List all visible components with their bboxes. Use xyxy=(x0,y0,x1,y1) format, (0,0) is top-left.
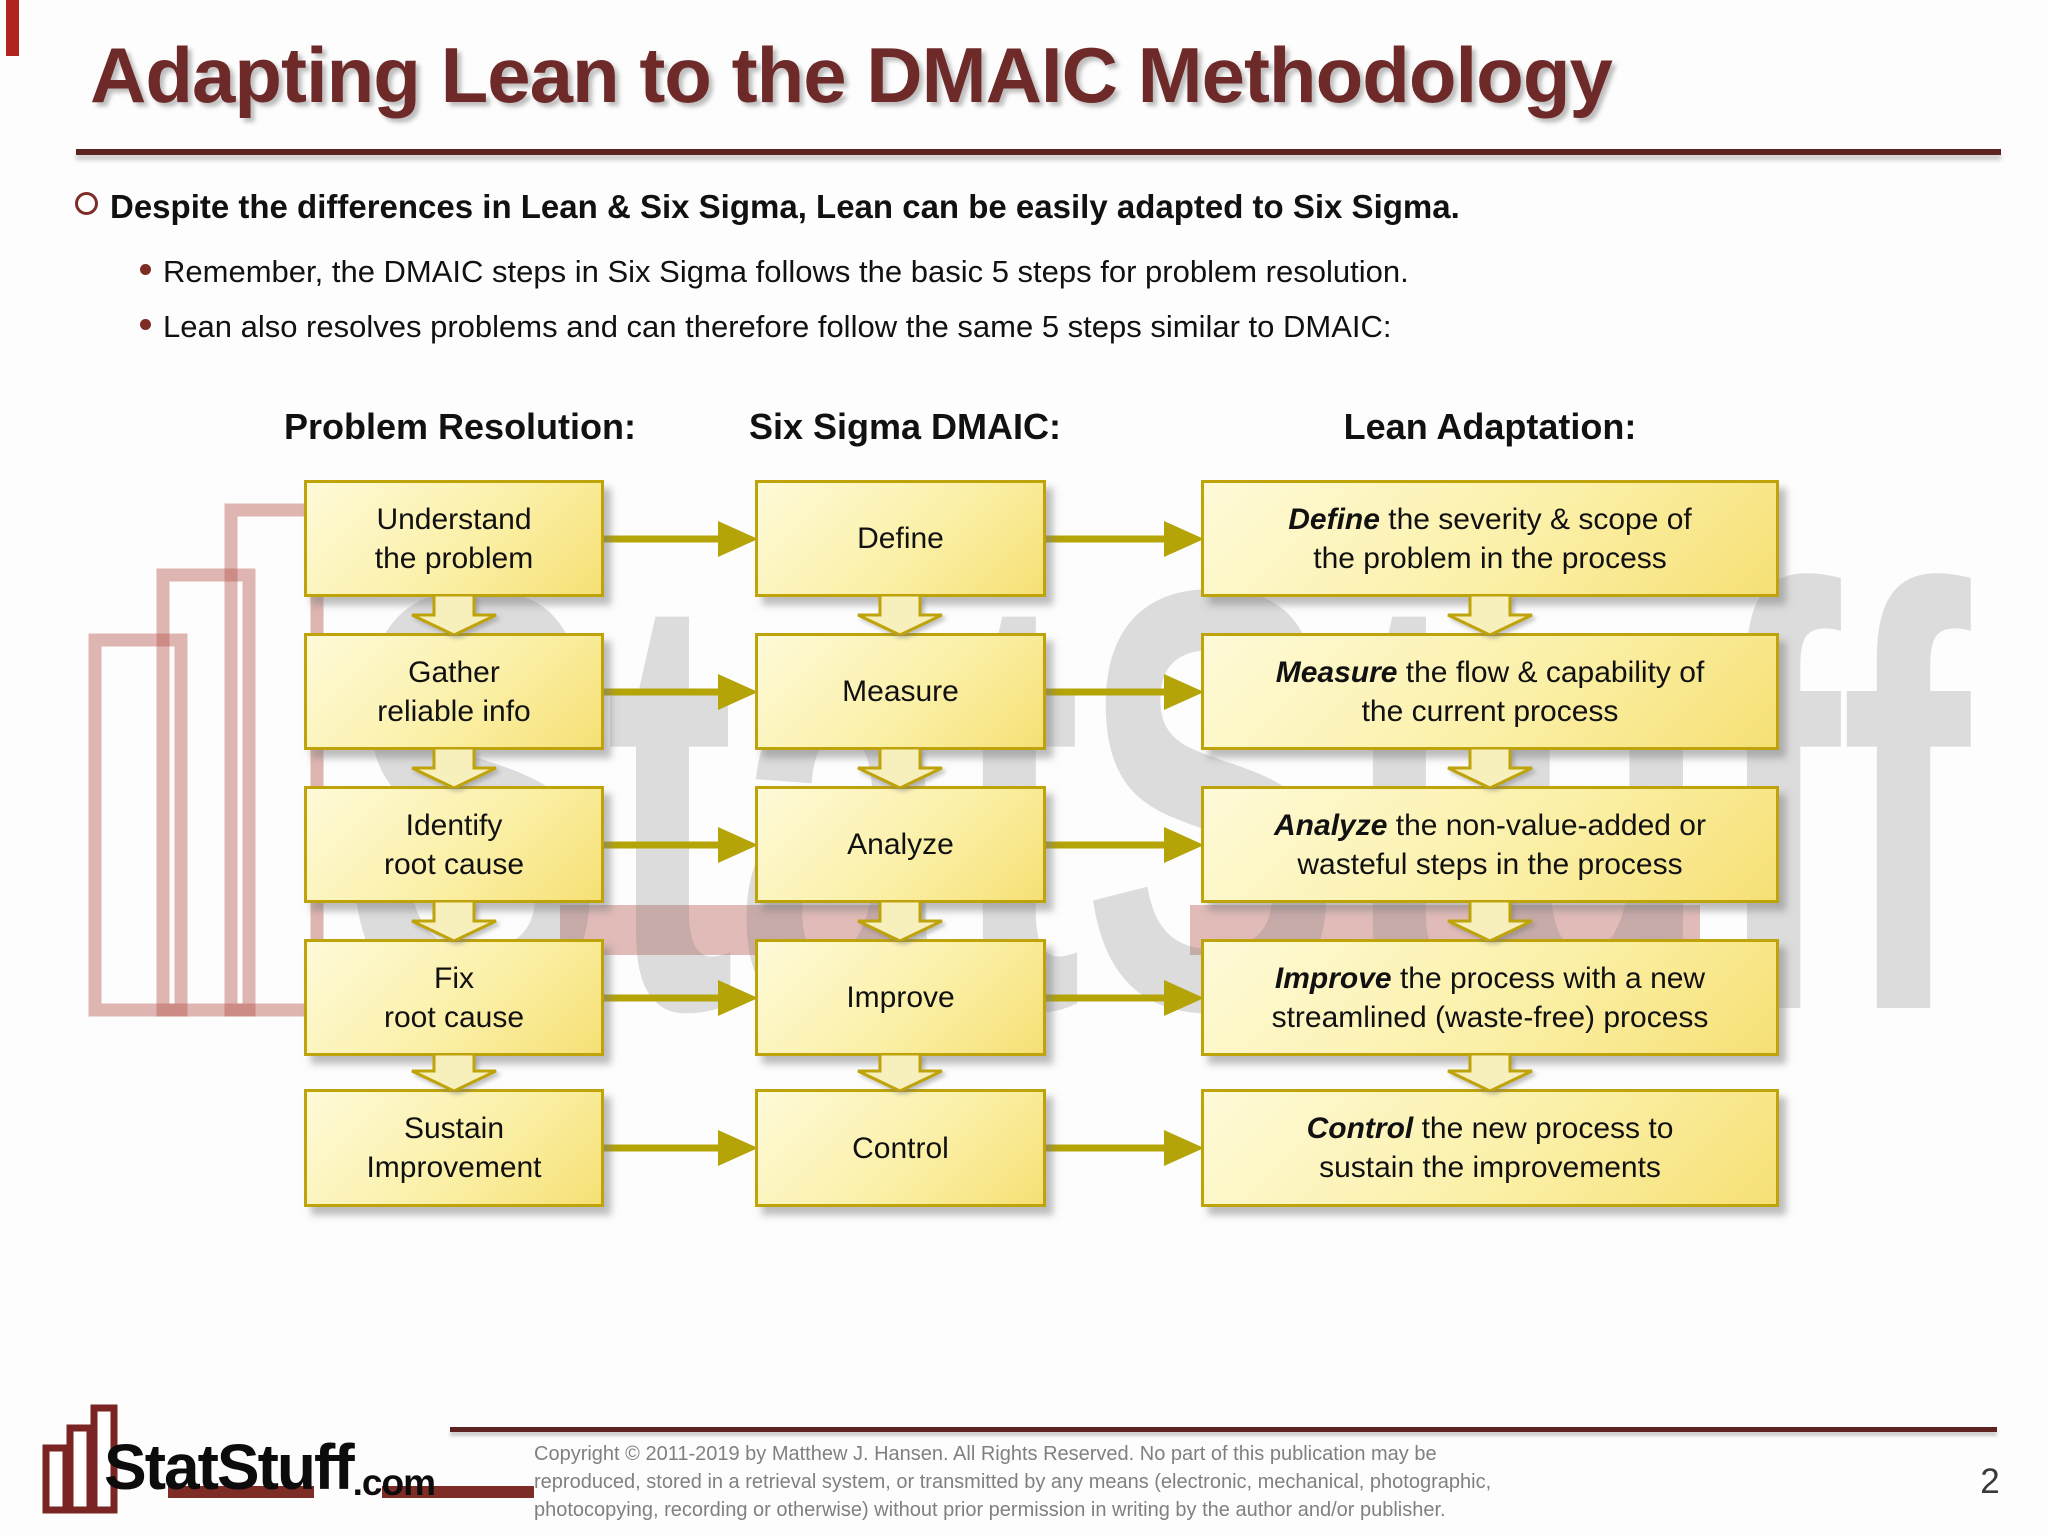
logo-stat: Stat xyxy=(104,1431,219,1503)
box-dmaic-1: Define xyxy=(755,480,1046,597)
arrow-down-icon xyxy=(411,748,497,788)
lean-keyword: Improve xyxy=(1274,961,1392,995)
arrow-right-icon xyxy=(1043,1129,1204,1166)
sub-bullet-2-text: Lean also resolves problems and can ther… xyxy=(163,309,1392,344)
column-header-six-sigma-dmaic: Six Sigma DMAIC: xyxy=(748,406,1062,447)
arrow-down-icon xyxy=(1447,1054,1533,1091)
arrow-down-icon xyxy=(1447,748,1533,788)
box-lean-1: Define the severity & scope of the probl… xyxy=(1201,480,1779,597)
box-text: Measure xyxy=(842,675,959,708)
column-header-lean-adaptation: Lean Adaptation: xyxy=(1343,406,1637,447)
box-text: Gather xyxy=(408,655,500,689)
box-text: sustain the improvements xyxy=(1319,1151,1661,1184)
box-text: Measure the flow & capability of xyxy=(1275,655,1705,689)
box-text: Improve the process with a new xyxy=(1274,961,1706,995)
column-header-problem-resolution: Problem Resolution: xyxy=(283,406,637,447)
box-lean-5: Control the new process to sustain the i… xyxy=(1201,1089,1779,1207)
arrow-down-icon xyxy=(857,901,943,941)
sub-bullet-1-text: Remember, the DMAIC steps in Six Sigma f… xyxy=(163,254,1409,289)
box-dmaic-3: Analyze xyxy=(755,786,1046,903)
corner-mark xyxy=(6,0,19,56)
title-rule xyxy=(76,149,2001,155)
box-text: wasteful steps in the process xyxy=(1297,847,1683,881)
logo-stuff: Stuff xyxy=(216,1431,355,1503)
lean-keyword: Analyze xyxy=(1274,808,1388,842)
arrow-right-icon xyxy=(601,826,758,863)
bar-chart-icon xyxy=(42,1404,118,1514)
arrow-right-icon xyxy=(1043,979,1204,1016)
copyright-text: Copyright © 2011-2019 by Matthew J. Hans… xyxy=(534,1440,1491,1524)
lean-keyword: Define xyxy=(1288,502,1380,536)
arrow-down-icon xyxy=(1447,901,1533,941)
arrow-right-icon xyxy=(601,520,758,557)
box-text: Analyze xyxy=(847,828,954,861)
box-problem-4: Fix root cause xyxy=(304,939,604,1056)
dot-bullet-icon xyxy=(140,264,151,275)
page-number: 2 xyxy=(1980,1462,2000,1501)
arrow-right-icon xyxy=(601,979,758,1016)
box-problem-3: Identify root cause xyxy=(304,786,604,903)
lean-keyword: Measure xyxy=(1275,655,1398,689)
copyright-line: Copyright © 2011-2019 by Matthew J. Hans… xyxy=(534,1443,1437,1465)
bar-chart-icon-watermark xyxy=(88,503,324,1017)
arrow-down-icon xyxy=(857,595,943,635)
box-text: Fix xyxy=(434,961,474,995)
box-problem-5: Sustain Improvement xyxy=(304,1089,604,1207)
box-text: Understand xyxy=(376,502,532,536)
box-dmaic-5: Control xyxy=(755,1089,1046,1207)
sub-bullet-1: Remember, the DMAIC steps in Six Sigma f… xyxy=(140,254,1409,290)
box-text: the current process xyxy=(1361,694,1619,728)
box-problem-1: Understand the problem xyxy=(304,480,604,597)
footer-rule xyxy=(450,1427,1997,1432)
box-text: Define the severity & scope of xyxy=(1288,502,1692,536)
circle-bullet-icon xyxy=(75,192,98,215)
box-text: streamlined (waste-free) process xyxy=(1271,1000,1709,1034)
main-bullet-text: Despite the differences in Lean & Six Si… xyxy=(110,188,1460,225)
arrow-down-icon xyxy=(857,1054,943,1091)
box-lean-4: Improve the process with a new streamlin… xyxy=(1201,939,1779,1056)
box-text: Define xyxy=(857,522,944,555)
logo-underline-left xyxy=(168,1486,314,1498)
arrow-right-icon xyxy=(1043,673,1204,710)
box-text: root cause xyxy=(383,847,525,881)
logo-com: .com xyxy=(352,1462,436,1503)
arrow-right-icon xyxy=(1043,520,1204,557)
arrow-right-icon xyxy=(601,673,758,710)
box-dmaic-2: Measure xyxy=(755,633,1046,750)
statstuff-logo xyxy=(42,1404,118,1514)
sub-bullet-2: Lean also resolves problems and can ther… xyxy=(140,309,1392,345)
arrow-right-icon xyxy=(1043,826,1204,863)
logo-underline-right xyxy=(382,1486,534,1498)
box-dmaic-4: Improve xyxy=(755,939,1046,1056)
box-text: Sustain xyxy=(403,1112,505,1145)
box-text: Control xyxy=(852,1131,949,1165)
box-text: reliable info xyxy=(377,694,531,728)
box-text: Control the new process to xyxy=(1306,1112,1674,1145)
arrow-down-icon xyxy=(411,595,497,635)
box-text: Improve xyxy=(846,981,955,1014)
arrow-down-icon xyxy=(857,748,943,788)
logo-text: StatStuff.com xyxy=(104,1430,436,1504)
dot-bullet-icon xyxy=(140,319,151,330)
copyright-line: photocopying, recording or otherwise) wi… xyxy=(534,1499,1446,1521)
arrow-down-icon xyxy=(1447,595,1533,635)
arrow-down-icon xyxy=(411,1054,497,1091)
box-text: the problem in the process xyxy=(1313,541,1667,575)
box-text: root cause xyxy=(383,1000,525,1034)
box-text: Analyze the non-value-added or xyxy=(1274,808,1706,842)
arrow-right-icon xyxy=(601,1129,758,1166)
box-lean-2: Measure the flow & capability of the cur… xyxy=(1201,633,1779,750)
box-text: Identify xyxy=(405,808,503,842)
box-lean-3: Analyze the non-value-added or wasteful … xyxy=(1201,786,1779,903)
main-bullet: Despite the differences in Lean & Six Si… xyxy=(75,188,1460,226)
box-problem-2: Gather reliable info xyxy=(304,633,604,750)
lean-keyword: Control xyxy=(1306,1112,1414,1145)
arrow-down-icon xyxy=(411,901,497,941)
box-text: Improvement xyxy=(366,1151,542,1184)
copyright-line: reproduced, stored in a retrieval system… xyxy=(534,1471,1492,1493)
page-title: Adapting Lean to the DMAIC Methodology xyxy=(90,31,1613,119)
box-text: the problem xyxy=(374,541,534,575)
